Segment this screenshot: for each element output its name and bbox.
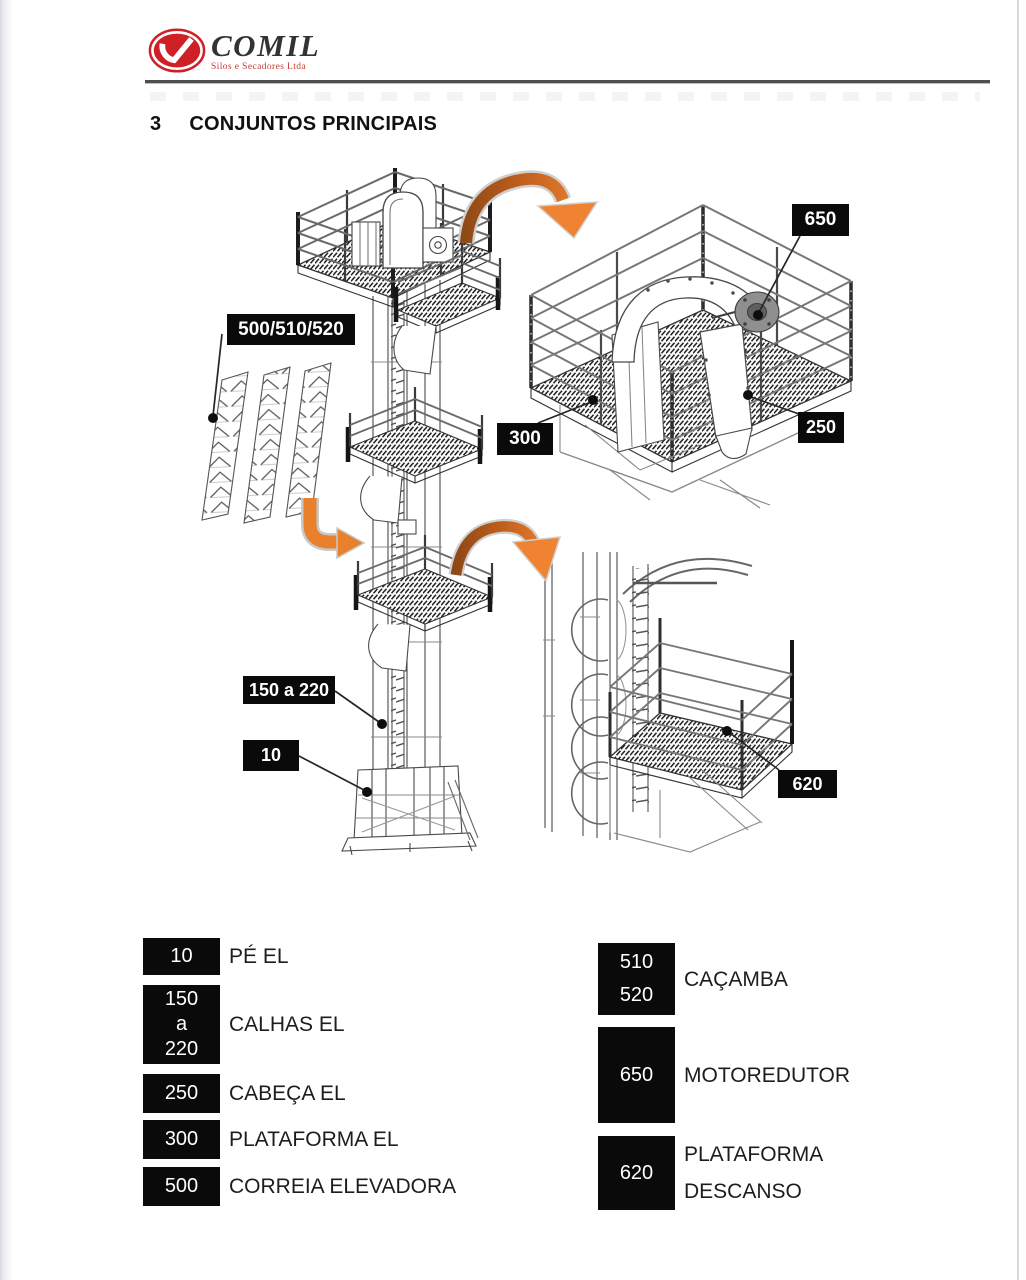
legend-code-box: 10 — [143, 938, 220, 975]
legend-item-cacamba: 510 520 CAÇAMBA — [598, 943, 788, 1015]
head-platform-detail-drawing — [529, 204, 853, 509]
rest-platform-detail-drawing — [543, 552, 794, 853]
callout-pe: 10 — [243, 740, 299, 771]
legend-code-box: 300 — [143, 1120, 220, 1159]
callout-calhas: 150 a 220 — [243, 676, 335, 704]
belt-strips-drawing — [201, 362, 332, 524]
legend-item-correia: 500 CORREIA ELEVADORA — [143, 1167, 456, 1206]
legend-item-pe: 10 PÉ EL — [143, 938, 289, 975]
elevator-tower-drawing — [296, 168, 502, 856]
callout-correia-cacamba: 500/510/520 — [227, 314, 355, 345]
legend-code-box: 650 — [598, 1027, 675, 1123]
legend-label: PÉ EL — [229, 945, 289, 968]
legend-item-calhas: 150 a 220 CALHAS EL — [143, 985, 345, 1064]
legend-label: CORREIA ELEVADORA — [229, 1175, 457, 1198]
flow-arrow-middle — [448, 518, 562, 583]
legend-item-plataforma-descanso: 620 PLATAFORMA DESCANSO — [598, 1136, 823, 1210]
comil-logo-icon — [148, 28, 206, 73]
scan-artifact-dashes — [150, 92, 980, 101]
header-rule — [145, 80, 990, 84]
brand-subtitle: Silos e Secadores Ltda — [211, 62, 307, 72]
callout-cabeca: 250 — [798, 412, 844, 443]
legend-code-box: 500 — [143, 1167, 220, 1206]
page-right-edge — [1017, 0, 1026, 1280]
legend-code-box: 150 a 220 — [143, 985, 220, 1064]
callout-plataforma-descanso: 620 — [778, 770, 837, 798]
legend-label: PLATAFORMA DESCANSO — [684, 1143, 824, 1203]
legend-code-box: 250 — [143, 1074, 220, 1113]
legend-code-box: 510 520 — [598, 943, 675, 1015]
brand-block: COMIL Silos e Secadores Ltda — [211, 30, 320, 73]
legend-label: CAÇAMBA — [684, 967, 788, 991]
brand-name: COMIL — [211, 28, 321, 63]
legend-label: CABEÇA EL — [229, 1082, 346, 1105]
section-number: 3 — [150, 113, 162, 135]
legend-label: CALHAS EL — [229, 1013, 345, 1036]
legend-item-plataforma: 300 PLATAFORMA EL — [143, 1120, 399, 1159]
flow-arrow-elbow — [301, 498, 366, 560]
legend-label: MOTOREDUTOR — [684, 1063, 851, 1087]
callout-leader-lines — [208, 235, 801, 797]
callout-motoredutor: 650 — [792, 204, 849, 236]
flow-arrow-top — [457, 170, 599, 244]
legend-item-cabeca: 250 CABEÇA EL — [143, 1074, 346, 1113]
callout-plataforma: 300 — [497, 423, 553, 455]
legend-code-box: 620 — [598, 1136, 675, 1210]
legend-item-motoredutor: 650 MOTOREDUTOR — [598, 1027, 850, 1123]
section-title-text: CONJUNTOS PRINCIPAIS — [189, 113, 438, 135]
page-left-edge — [0, 0, 13, 1280]
section-title: 3 CONJUNTOS PRINCIPAIS — [150, 113, 437, 136]
legend-label: PLATAFORMA EL — [229, 1128, 399, 1151]
